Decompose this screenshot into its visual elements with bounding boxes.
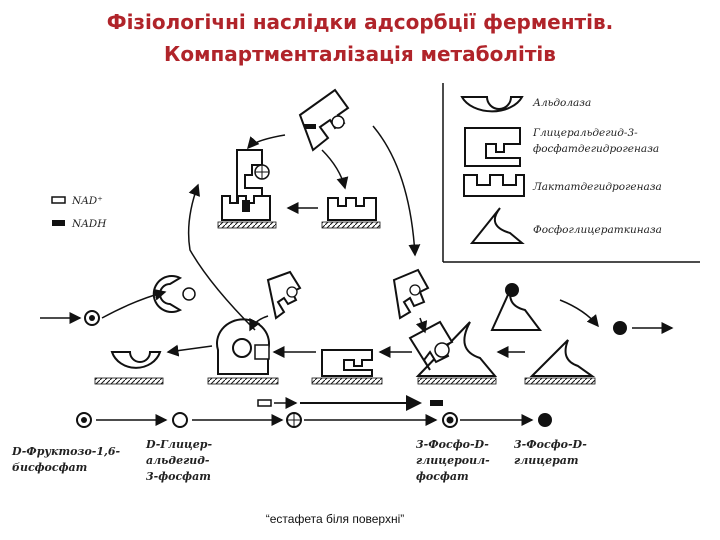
aldolase-gapdh-complex: [216, 318, 270, 375]
pgk-free: [490, 283, 542, 331]
membrane-surfaces: [94, 221, 596, 385]
bottom-reaction-line: [76, 395, 552, 428]
legend-gapdh-line2: фосфатдегидрогеназа: [533, 143, 659, 155]
label-fbp-1: D-Фруктозо-1,6-: [11, 445, 120, 458]
legend-ldh: Лактатдегидрогеназа: [532, 181, 662, 193]
label-gap-2: альдегид-: [146, 454, 210, 467]
gapdh-legend-icon: [464, 127, 521, 167]
legend-pgk: Фосфоглицераткиназа: [533, 224, 662, 236]
3pg-symbol-cycle: [613, 321, 627, 335]
gapdh-free-mid: [266, 270, 302, 320]
label-gap-1: D-Глицер-: [145, 438, 212, 451]
ldh-legend-icon: [463, 174, 525, 197]
cofactor-key: NAD⁺ NADH: [51, 195, 107, 230]
gapdh-free-top: [298, 88, 350, 152]
label-bpg-2: глицероил-: [416, 454, 490, 467]
label-bpg-1: 3-Фосфо-D-: [416, 438, 489, 451]
label-gap-3: 3-фосфат: [146, 470, 211, 483]
legend-gapdh-line1: Глицеральдегид-3-: [532, 127, 638, 139]
ldh-bound-top-left: [221, 195, 271, 221]
gapdh-bound-mid: [321, 349, 373, 377]
aldolase-bound-left: [110, 351, 162, 369]
aldolase-legend-icon: [460, 96, 524, 113]
gapdh-pgk-complex: [408, 320, 498, 377]
label-bpg-3: фосфат: [416, 470, 469, 483]
nadh-icon: [52, 220, 65, 226]
nad-icon: [51, 196, 66, 204]
legend-box: Альдолаза Глицеральдегид-3- фосфатдегидр…: [442, 83, 700, 263]
label-fbp-2: бисфосфат: [12, 461, 87, 474]
label-3pg-2: глицерат: [514, 454, 579, 467]
nad-label: NAD⁺: [71, 195, 103, 207]
ldh-bound-top-right: [327, 197, 377, 221]
nadh-label: NADH: [71, 218, 107, 230]
pgk-legend-icon: [469, 207, 525, 244]
flow-arrows: [40, 125, 674, 358]
gapdh-free-right: [392, 268, 430, 320]
pgk-bound: [529, 339, 596, 377]
slide-title-line2: Компартменталізація метаболітів: [164, 42, 556, 66]
caption: “естафета біля поверхні”: [265, 512, 405, 526]
slide-title-line1: Фізіологічні наслідки адсорбції ферменті…: [106, 10, 614, 34]
label-3pg-1: 3-Фосфо-D-: [514, 438, 587, 451]
legend-aldolase: Альдолаза: [532, 97, 591, 109]
